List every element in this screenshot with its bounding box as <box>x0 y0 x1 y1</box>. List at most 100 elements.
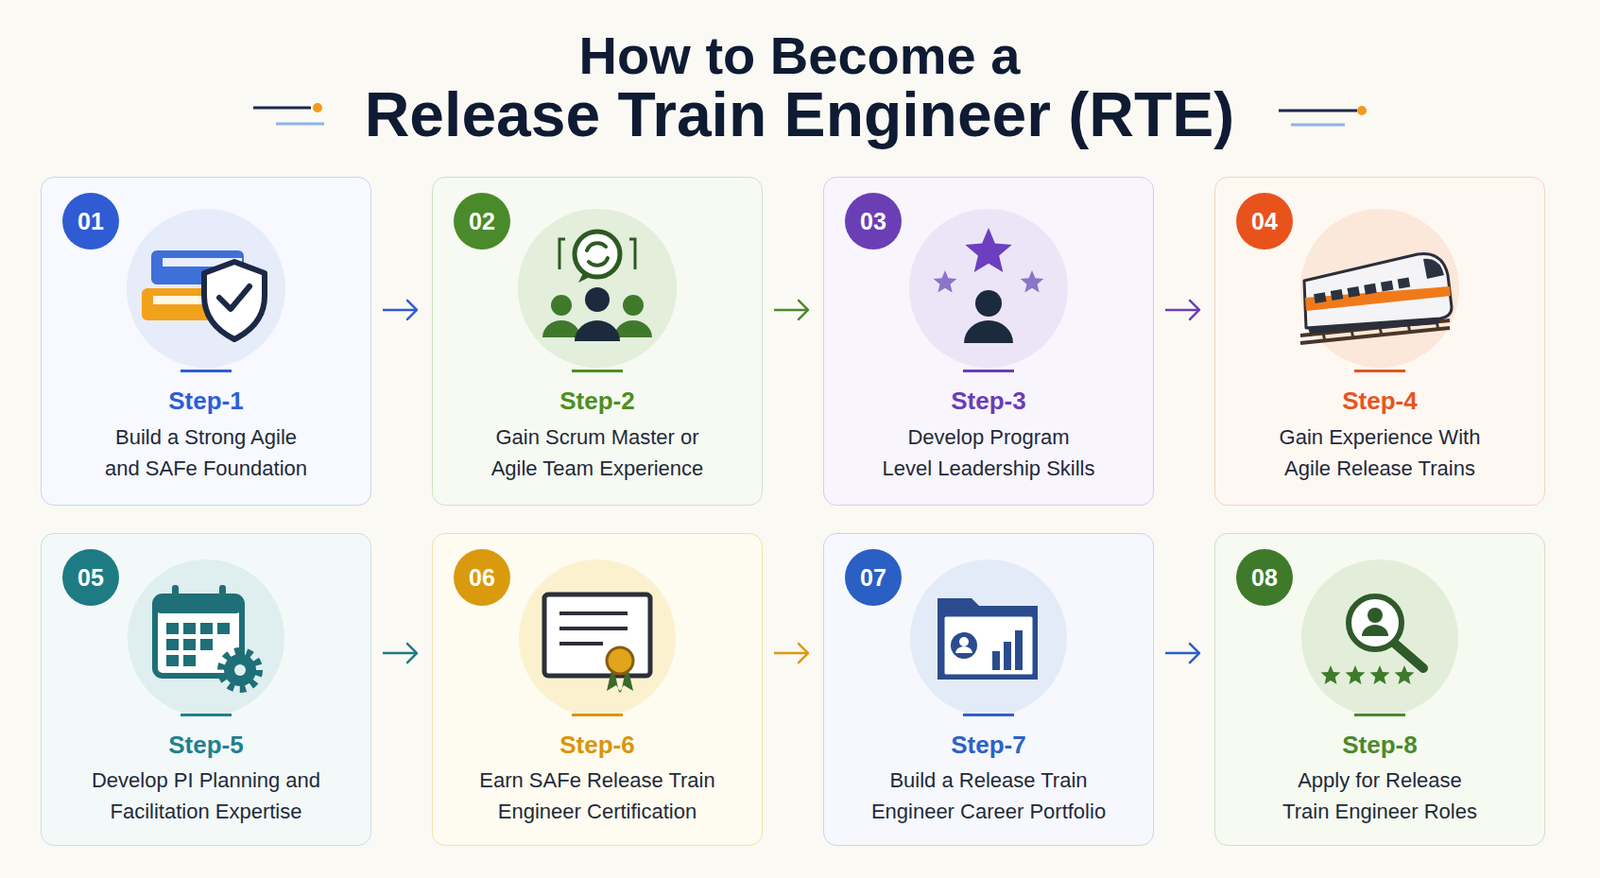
star <box>1345 665 1366 685</box>
step-description: Build a Release Train Engineer Career Po… <box>837 764 1140 827</box>
person-head <box>584 287 610 312</box>
profile-body <box>955 646 973 654</box>
day <box>183 622 196 635</box>
arrow-shaft <box>774 652 809 655</box>
ribbon <box>606 666 634 693</box>
step-label: Step-1 <box>41 386 371 415</box>
icon-backdrops <box>126 208 1460 717</box>
arrow-head <box>1189 300 1200 320</box>
train-icon <box>1300 253 1452 344</box>
train-stripe <box>1305 286 1451 311</box>
step-label: Step-2 <box>432 386 762 415</box>
person-body <box>1361 624 1389 637</box>
bar <box>1015 630 1023 671</box>
step-number-badge: 08 <box>1236 549 1293 606</box>
certificate-icon <box>544 594 651 693</box>
front-window <box>1423 258 1445 279</box>
flow-arrow <box>1165 300 1200 320</box>
card-text: Step-3Develop Program Level Leadership S… <box>824 386 1153 484</box>
window <box>1363 283 1377 295</box>
star <box>933 270 958 293</box>
certificate <box>544 594 651 676</box>
person-body <box>574 320 620 342</box>
step-number-badge: 01 <box>62 192 120 250</box>
day <box>200 638 213 651</box>
rail-ties <box>1323 321 1439 342</box>
rails <box>1300 320 1450 344</box>
icon-circle <box>1300 208 1460 368</box>
arrow-head <box>407 643 417 663</box>
flow-arrow <box>382 300 417 320</box>
train-body <box>1304 253 1452 328</box>
undercarriage <box>1307 318 1441 334</box>
title-spacer <box>326 26 517 74</box>
step-number-badge: 03 <box>844 192 902 250</box>
leader-icon <box>933 227 1045 344</box>
deco-dot <box>1357 105 1367 116</box>
step-number: 02 <box>468 207 496 235</box>
step-number: 01 <box>77 207 104 235</box>
step-number: 04 <box>1251 207 1278 235</box>
step-description: Build a Strong Agile and SAFe Foundation <box>54 421 358 484</box>
step-description: Gain Experience With Agile Release Train… <box>1228 421 1532 484</box>
step-number: 03 <box>860 207 887 235</box>
step-number: 07 <box>860 564 887 591</box>
calendar <box>154 596 242 676</box>
person-head <box>622 294 644 316</box>
gear-hole <box>234 664 246 676</box>
step-card: Step-7Build a Release Train Engineer Car… <box>823 533 1154 846</box>
step-description: Apply for Release Train Engineer Roles <box>1228 764 1532 827</box>
magnifier-lens <box>1348 596 1402 650</box>
step-number: 08 <box>1251 564 1278 591</box>
gear <box>223 653 257 687</box>
step-number-badge: 04 <box>1236 192 1293 250</box>
book-pages <box>162 258 242 267</box>
flow-arrow <box>774 300 809 320</box>
step-card: Step-6Earn SAFe Release Train Engineer C… <box>431 533 763 846</box>
step-description: Earn SAFe Release Train Engineer Certifi… <box>446 764 749 827</box>
card-text: Step-8Apply for Release Train Engineer R… <box>1215 730 1545 827</box>
card-text: Step-6Earn SAFe Release Train Engineer C… <box>432 730 762 827</box>
day <box>166 622 179 635</box>
page-title: How to Become a Release Train Engineer (… <box>364 25 1236 150</box>
person-head <box>1367 607 1383 623</box>
check-mark <box>219 286 250 310</box>
step-label: Step-5 <box>41 730 371 759</box>
star <box>1394 665 1415 685</box>
chat-tail <box>578 271 592 283</box>
bar <box>992 651 1000 671</box>
card-text: Step-1Build a Strong Agile and SAFe Foun… <box>41 386 371 484</box>
flow-arrow <box>774 643 809 663</box>
chat-bubble <box>574 231 620 277</box>
window <box>1313 292 1327 304</box>
arrow-shaft <box>382 309 417 312</box>
deco-line <box>253 106 311 110</box>
step-card: Step-8Apply for Release Train Engineer R… <box>1214 533 1546 846</box>
arrow-head <box>407 300 417 320</box>
day <box>217 622 230 635</box>
arrow-shaft <box>382 652 417 655</box>
step-description: Develop Program Level Leadership Skills <box>837 421 1140 484</box>
card-text: Step-5Develop PI Planning and Facilitati… <box>41 730 371 827</box>
chat-frame <box>559 239 636 270</box>
window <box>1330 289 1344 301</box>
flow-arrow <box>1165 643 1200 663</box>
step-card: Step-5Develop PI Planning and Facilitati… <box>40 533 372 846</box>
card-text: Step-7Build a Release Train Engineer Car… <box>824 730 1153 827</box>
magnifier-handle <box>1394 643 1424 669</box>
shield <box>204 261 265 340</box>
underline <box>963 713 1015 717</box>
star <box>964 227 1012 273</box>
deco-line <box>1290 123 1345 127</box>
underline <box>1354 369 1406 373</box>
window <box>1346 286 1360 298</box>
title-spacer <box>1083 26 1273 74</box>
search-icon <box>1321 596 1424 685</box>
icon-circle <box>518 559 676 717</box>
profile-head <box>959 636 969 647</box>
seal <box>606 647 634 674</box>
step-card: Step-3Develop Program Level Leadership S… <box>823 176 1154 506</box>
step-number-badge: 07 <box>844 549 902 606</box>
books-shield-icon <box>141 250 265 340</box>
